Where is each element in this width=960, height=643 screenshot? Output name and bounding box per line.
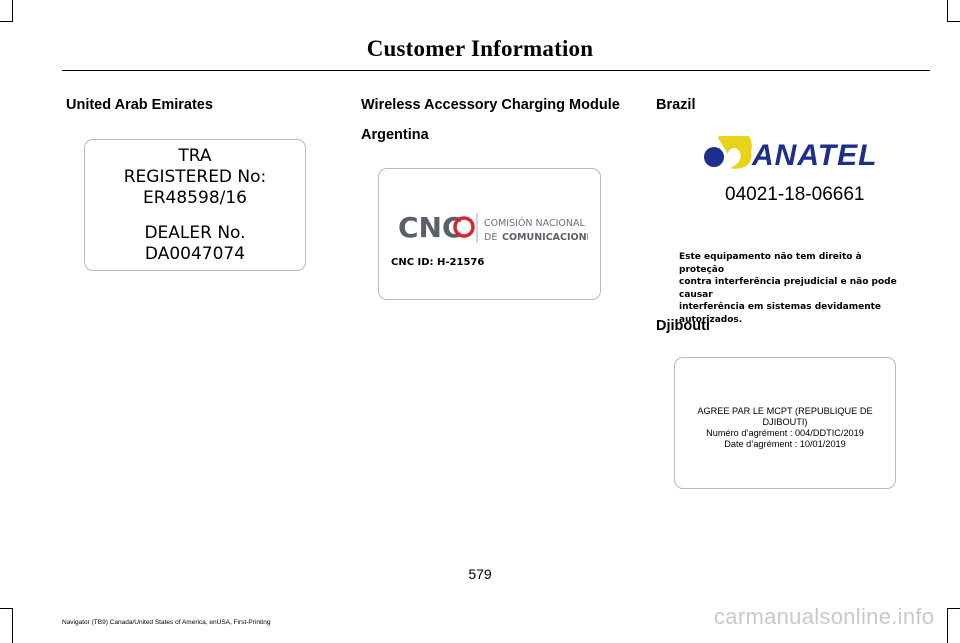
anatel-logo-text: ANATEL (752, 139, 878, 172)
anatel-number: 04021-18-06661 (725, 184, 865, 205)
header-rule (62, 70, 930, 71)
crop-mark (948, 608, 960, 609)
crop-mark (0, 21, 12, 22)
footer-doc-info: Navigator (TB9) Canada/United States of … (62, 619, 271, 626)
uae-label-line: DA0047074 (144, 243, 246, 264)
anatel-note-line: contra interferência prejudicial e não p… (679, 277, 897, 300)
cnc-logo-mark (453, 216, 475, 238)
watermark: carmanualsonline.info (714, 604, 935, 629)
uae-label-line: DEALER No. (144, 222, 246, 243)
uae-label-line: TRA (178, 145, 212, 166)
cnc-id: CNC ID: H-21576 (391, 257, 485, 268)
djibouti-label-line: AGREE PAR LE MCPT (REPUBLIQUE DE DJIBOUT… (697, 406, 873, 427)
uae-heading: United Arab Emirates (66, 97, 213, 113)
uae-label-line: ER48598/16 (143, 187, 247, 208)
argentina-label-card: CNC COMISIÓN NACIONAL DE COMUNICACIONES … (378, 168, 601, 300)
crop-mark (948, 21, 960, 22)
cnc-logo: CNC COMISIÓN NACIONAL DE COMUNICACIONES (398, 211, 588, 244)
wireless-heading: Wireless Accessory Charging Module (361, 97, 620, 113)
anatel-note: Este equipamento não tem direito à prote… (679, 251, 909, 326)
djibouti-label-line: Numéro d’agrément : 004/DDTIC/2019 (706, 428, 864, 438)
uae-label-card: TRA REGISTERED No: ER48598/16 DEALER No.… (84, 139, 306, 271)
cnc-logo-text: CNC (398, 211, 463, 244)
page-number: 579 (468, 566, 492, 582)
crop-mark (12, 0, 13, 22)
cnc-logo-sub2-prefix: DE (484, 232, 497, 243)
crop-mark (12, 608, 13, 643)
argentina-heading: Argentina (361, 127, 429, 143)
page-title: Customer Information (366, 36, 594, 61)
djibouti-heading: Djibouti (656, 318, 710, 334)
djibouti-label-card: AGREE PAR LE MCPT (REPUBLIQUE DE DJIBOUT… (674, 357, 896, 489)
cnc-logo-sub2: COMUNICACIONES (502, 232, 588, 243)
djibouti-label-text: AGREE PAR LE MCPT (REPUBLIQUE DE DJIBOUT… (675, 406, 895, 450)
crop-mark (0, 608, 12, 609)
crop-mark (947, 0, 948, 22)
crop-mark (947, 608, 948, 643)
anatel-note-line: interferência em sistemas devidamente au… (679, 302, 882, 325)
anatel-logo-icon (704, 136, 752, 169)
anatel-note-line: Este equipamento não tem direito à prote… (679, 252, 862, 275)
brazil-heading: Brazil (656, 97, 696, 113)
cnc-logo-sub1: COMISIÓN NACIONAL (484, 217, 586, 229)
djibouti-label-line: Date d’agrément : 10/01/2019 (724, 439, 846, 449)
uae-label-line: REGISTERED No: (123, 166, 267, 187)
